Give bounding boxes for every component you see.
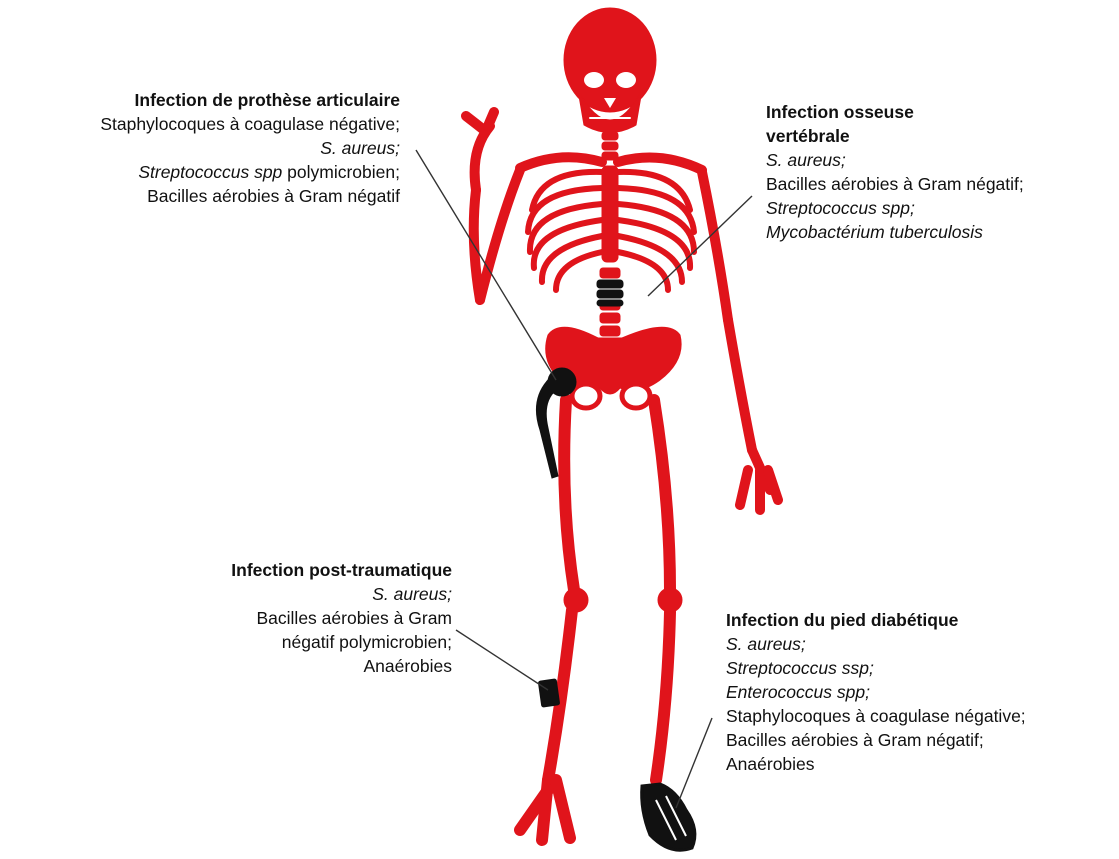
species-name: Streptococcus spp bbox=[138, 162, 282, 182]
label-text: Bacilles aérobies à Gram négatif; bbox=[766, 174, 1024, 194]
label-text: Staphylocoques à coagulase négative; bbox=[726, 706, 1026, 726]
right-arm bbox=[466, 112, 520, 300]
label-title: Infection osseuse bbox=[766, 100, 1116, 124]
label-text: Bacilles aérobies à Gram bbox=[257, 608, 453, 628]
label-text: Bacilles aérobies à Gram négatif; bbox=[726, 730, 984, 750]
label-text: Staphylocoques à coagulase négative; bbox=[100, 114, 400, 134]
species-name: S. aureus; bbox=[726, 634, 806, 654]
species-name: Streptococcus spp; bbox=[766, 198, 915, 218]
label-text: Anaérobies bbox=[363, 656, 452, 676]
diabetic-foot bbox=[642, 784, 695, 850]
leader-line-pied bbox=[676, 718, 712, 808]
label-text: polymicrobien; bbox=[282, 162, 400, 182]
label-line: Streptococcus spp polymicrobien; bbox=[4, 160, 400, 184]
label-line: Bacilles aérobies à Gram négatif; bbox=[726, 728, 1116, 752]
label-infection-post-traumatique: Infection post-traumatique S. aureus; Ba… bbox=[150, 558, 452, 678]
infected-vertebrae bbox=[597, 280, 623, 306]
label-line: négatif polymicrobien; bbox=[150, 630, 452, 654]
label-title: vertébrale bbox=[766, 124, 1116, 148]
label-text: Anaérobies bbox=[726, 754, 815, 774]
label-line: Staphylocoques à coagulase négative; bbox=[726, 704, 1116, 728]
label-title: Infection du pied diabétique bbox=[726, 608, 1116, 632]
species-name: S. aureus; bbox=[372, 584, 452, 604]
label-line: Anaérobies bbox=[150, 654, 452, 678]
sternum bbox=[602, 166, 618, 262]
label-line: S. aureus; bbox=[4, 136, 400, 160]
species-name: Enterococcus spp; bbox=[726, 682, 870, 702]
species-name: Streptococcus ssp; bbox=[726, 658, 874, 678]
species-name: S. aureus; bbox=[320, 138, 400, 158]
label-line: Streptococcus spp; bbox=[766, 196, 1116, 220]
label-title: Infection de prothèse articulaire bbox=[4, 88, 400, 112]
leader-line-post bbox=[456, 630, 548, 690]
cervical-spine bbox=[602, 132, 618, 160]
label-line: S. aureus; bbox=[766, 148, 1116, 172]
label-line: S. aureus; bbox=[150, 582, 452, 606]
label-line: Staphylocoques à coagulase négative; bbox=[4, 112, 400, 136]
label-infection-pied-diabetique: Infection du pied diabétique S. aureus; … bbox=[726, 608, 1116, 776]
label-line: Anaérobies bbox=[726, 752, 1116, 776]
label-line: Bacilles aérobies à Gram négatif bbox=[4, 184, 400, 208]
label-line: Streptococcus ssp; bbox=[726, 656, 1116, 680]
tibia-fixation bbox=[538, 679, 559, 707]
label-line: Bacilles aérobies à Gram négatif; bbox=[766, 172, 1116, 196]
label-line: S. aureus; bbox=[726, 632, 1116, 656]
right-leg bbox=[520, 400, 574, 840]
label-line: Mycobactérium tuberculosis bbox=[766, 220, 1116, 244]
label-line: Enterococcus spp; bbox=[726, 680, 1116, 704]
label-text: Bacilles aérobies à Gram négatif bbox=[147, 186, 400, 206]
species-name: Mycobactérium tuberculosis bbox=[766, 222, 983, 242]
label-text: négatif polymicrobien; bbox=[282, 632, 452, 652]
label-infection-prothese: Infection de prothèse articulaire Staphy… bbox=[4, 88, 400, 208]
species-name: S. aureus; bbox=[766, 150, 846, 170]
skull bbox=[564, 8, 656, 133]
label-title: Infection post-traumatique bbox=[150, 558, 452, 582]
label-line: Bacilles aérobies à Gram bbox=[150, 606, 452, 630]
label-infection-vertebrale: Infection osseuse vertébrale S. aureus; … bbox=[766, 100, 1116, 244]
